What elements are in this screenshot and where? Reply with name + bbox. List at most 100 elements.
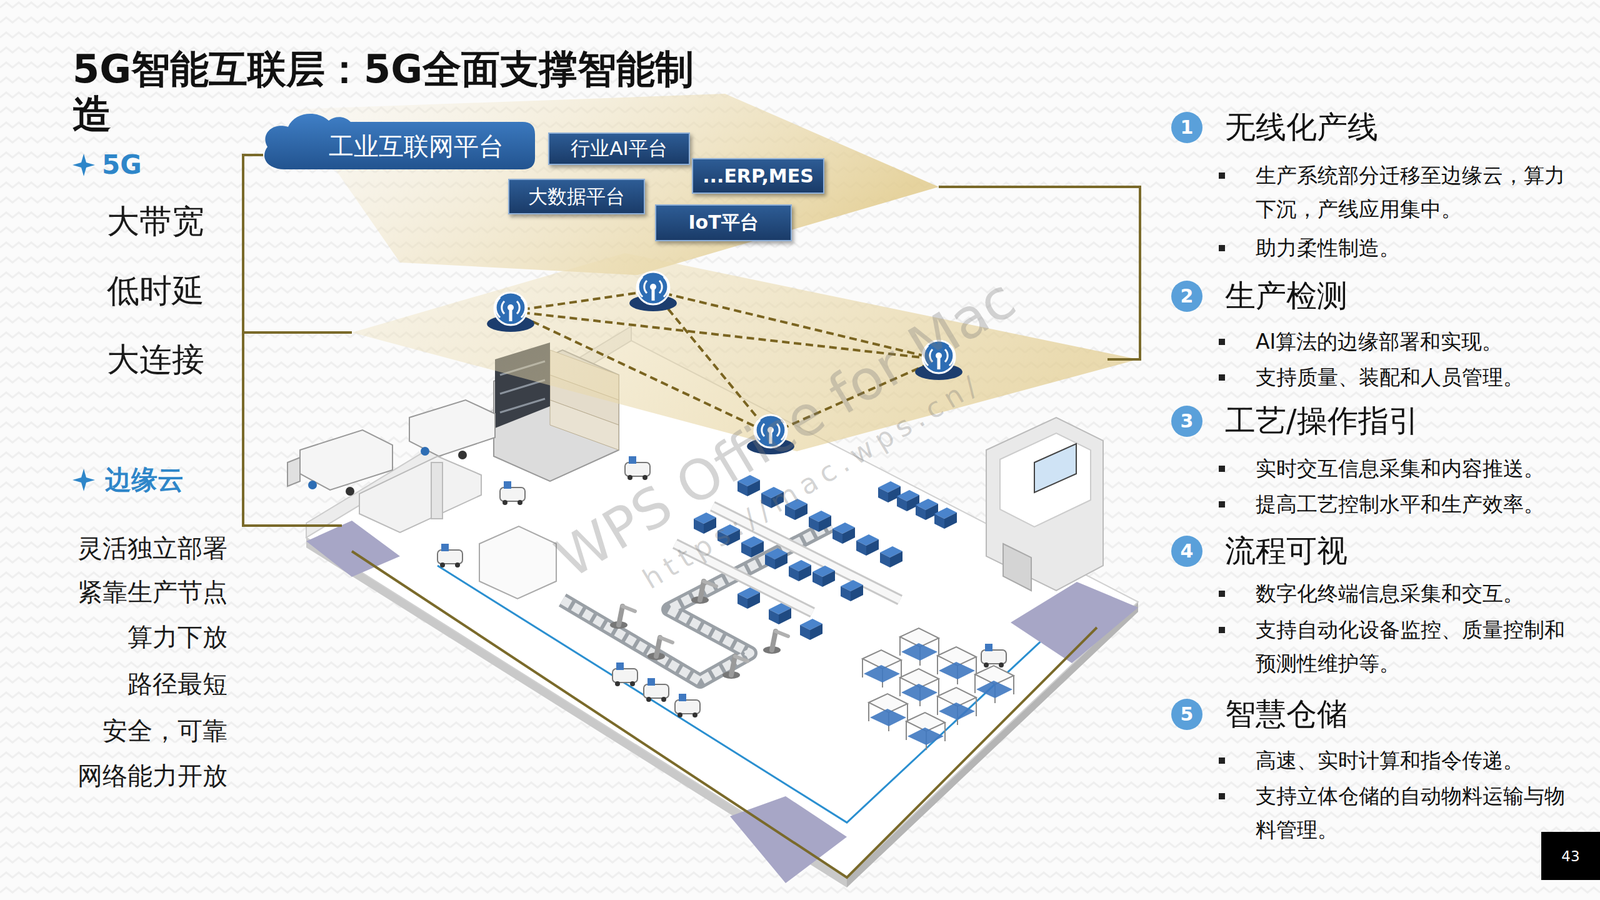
callout-number: 2 — [1171, 280, 1203, 312]
section-heading: 5G — [101, 148, 142, 182]
illustration-rect — [1218, 338, 1225, 345]
illustration-use — [612, 662, 638, 687]
item-heading: 智慧仓储 — [1225, 695, 1348, 734]
callout-number: 1 — [1171, 111, 1203, 144]
illustration-use — [691, 581, 717, 604]
illustration-circle — [458, 450, 467, 460]
illustration-rect — [1218, 465, 1225, 472]
illustration-use — [880, 546, 903, 568]
illustration-rect — [1218, 757, 1225, 764]
item-heading: 工艺/操作指引 — [1225, 402, 1420, 440]
illustration-polygon — [300, 430, 393, 490]
illustration-circle — [345, 486, 355, 496]
illustration-rect — [1218, 374, 1225, 381]
illustration-rect — [1218, 590, 1225, 597]
illustration-polyline — [351, 551, 1097, 878]
node-text: IoT平台 — [688, 210, 759, 236]
illustration-use — [629, 271, 677, 312]
node-text: 大数据平台 — [528, 183, 625, 210]
feature-text: 紧靠生产节点 — [12, 576, 228, 607]
bullet-text: 助力柔性制造。 — [1255, 231, 1565, 265]
illustration-use — [862, 650, 902, 688]
platform-box: IoT平台 — [655, 204, 792, 242]
page-number: 43 — [1541, 831, 1600, 880]
illustration-use — [610, 606, 635, 629]
illustration-path — [243, 331, 352, 334]
illustration-polygon — [479, 526, 557, 599]
illustration-polygon — [1003, 543, 1032, 591]
node-text: 43 — [1561, 848, 1580, 865]
illustration-polygon — [550, 400, 619, 450]
illustration-rect — [431, 462, 443, 519]
item-heading: 无线化产线 — [1225, 108, 1379, 147]
bullet-text: 数字化终端信息采集和交互。 — [1255, 576, 1565, 611]
illustration-use — [437, 543, 463, 568]
illustration-rect — [1218, 245, 1225, 252]
illustration-rect — [1218, 793, 1225, 800]
illustration-use — [486, 292, 535, 332]
illustration-polygon — [293, 93, 939, 275]
bullet-text: 实时交互信息采集和内容推送。 — [1255, 451, 1565, 486]
feature-text: 低时延 — [106, 271, 205, 310]
illustration-use — [937, 646, 977, 685]
illustration-use — [900, 668, 939, 707]
illustration-line — [510, 311, 771, 434]
illustration-use — [981, 643, 1007, 668]
cloud-platform: 工业互联网平台 — [260, 109, 535, 172]
illustration-use — [812, 565, 835, 587]
illustration-g — [243, 155, 1140, 878]
illustration-use — [868, 693, 908, 732]
illustration-use — [647, 637, 673, 660]
illustration-path — [72, 468, 95, 492]
illustration-use — [737, 587, 760, 609]
illustration-use — [856, 534, 879, 556]
bullet-text: 支持自动化设备监控、质量控制和预测性维护等。 — [1255, 613, 1565, 681]
illustration-use — [808, 510, 832, 532]
illustration-rect — [1218, 501, 1225, 508]
feature-text: 大连接 — [106, 340, 205, 379]
illustration-polygon — [1034, 443, 1077, 493]
illustration-path — [243, 155, 342, 526]
illustration-use — [937, 687, 977, 725]
illustration-use — [643, 678, 669, 702]
node-text: ...ERP,MES — [702, 165, 814, 187]
illustration-use — [500, 481, 525, 505]
illustration-use — [763, 631, 789, 654]
platform-box: ...ERP,MES — [691, 158, 825, 194]
bullet-text: AI算法的边缘部署和实现。 — [1255, 325, 1565, 359]
callout-number: 5 — [1171, 698, 1203, 730]
section-heading: 边缘云 — [105, 463, 184, 497]
bullet-text: 支持立体仓储的自动物料运输与物料管理。 — [1255, 779, 1565, 847]
illustration-line — [500, 398, 545, 413]
feature-text: 大带宽 — [106, 201, 205, 241]
illustration-polygon — [409, 400, 495, 457]
bullet-text: 提高工艺控制水平和生产效率。 — [1255, 487, 1565, 522]
illustration-use — [975, 665, 1014, 704]
callout-number: 3 — [1171, 405, 1203, 437]
illustration-rect — [1218, 172, 1225, 179]
bullet-text: 支持质量、装配和人员管理。 — [1255, 360, 1565, 395]
feature-text: 路径最短 — [12, 668, 228, 699]
illustration-use — [768, 603, 792, 625]
illustration-use — [800, 618, 823, 640]
feature-text: 灵活独立部署 — [12, 533, 228, 564]
illustration-polygon — [986, 417, 1104, 591]
illustration-use — [900, 628, 939, 666]
illustration-use — [840, 580, 864, 602]
platform-box: 行业AI平台 — [548, 132, 690, 165]
platform-box: 大数据平台 — [508, 178, 645, 215]
item-heading: 流程可视 — [1225, 532, 1348, 570]
bullet-text: 高速、实时计算和指令传递。 — [1255, 743, 1565, 778]
illustration-path — [72, 153, 95, 177]
feature-text: 网络能力开放 — [12, 760, 228, 791]
illustration-use — [832, 522, 855, 544]
illustration-polygon — [1000, 433, 1091, 527]
illustration-use — [765, 548, 788, 570]
node-text: 工业互联网平台 — [328, 129, 504, 164]
bullet-text: 生产系统部分迁移至边缘云，算力下沉，产线应用集中。 — [1255, 158, 1565, 227]
node-text: 行业AI平台 — [570, 135, 667, 162]
illustration-polygon — [359, 456, 482, 533]
illustration-use — [722, 656, 748, 679]
illustration-polygon — [287, 457, 300, 487]
